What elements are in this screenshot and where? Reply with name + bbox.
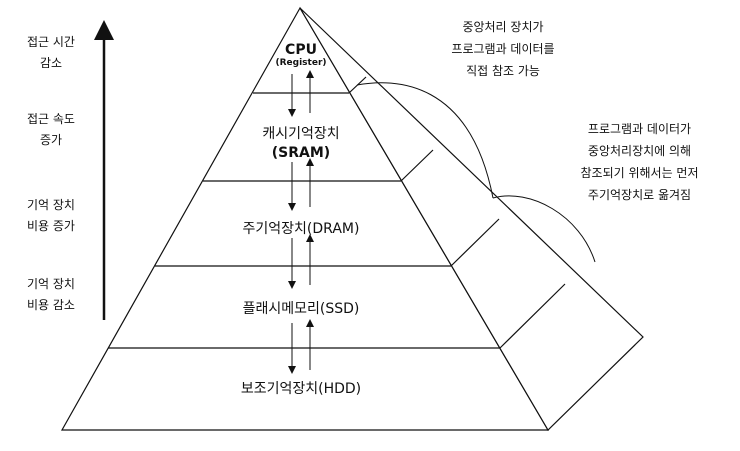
tier-flash: 플래시메모리(SSD)	[201, 298, 401, 318]
tier-cache: 캐시기억장치 (SRAM)	[221, 125, 381, 163]
must-move-bracket	[492, 195, 596, 263]
side-label-access-speed: 접근 속도 증가	[16, 109, 86, 151]
note-must-move-line1: 프로그램과 데이터가	[587, 122, 692, 136]
tier-cpu-name: CPU	[285, 42, 317, 58]
note-cpu-direct-line2: 프로그램과 데이터를	[451, 42, 555, 56]
side-label-cost-increase-line1: 기억 장치	[27, 198, 75, 212]
tier-flash-name: 플래시메모리(SSD)	[242, 301, 360, 317]
side-label-access-time-line2: 감소	[39, 56, 63, 70]
tier-cache-sub: (SRAM)	[271, 145, 331, 161]
transfer-arrows	[288, 70, 314, 374]
note-cpu-direct-line1: 중앙처리 장치가	[462, 20, 544, 34]
side-label-cost-increase-line2: 비용 증가	[27, 219, 75, 233]
tier-main-memory-name: 주기억장치(DRAM)	[242, 221, 360, 237]
side-label-access-time: 접근 시간 감소	[16, 32, 86, 74]
side-separator-2	[400, 149, 434, 182]
cpu-direct-bracket	[356, 82, 494, 199]
note-must-move-line2: 중앙처리장치에 의해	[587, 144, 692, 158]
side-separator-3	[450, 218, 500, 267]
note-must-move-line3: 참조되기 위해서는 먼저	[580, 166, 699, 180]
tier-secondary-name: 보조기억장치(HDD)	[240, 381, 362, 397]
pyramid-side-face	[299, 7, 644, 431]
side-separator-4	[499, 283, 566, 349]
tier-cpu-sub: (Register)	[275, 58, 327, 68]
note-must-move: 프로그램과 데이터가 중앙처리장치에 의해 참조되기 위해서는 먼저 주기억장치…	[552, 118, 727, 206]
tier-cache-name: 캐시기억장치	[262, 126, 340, 142]
side-label-cost-decrease: 기억 장치 비용 감소	[16, 274, 86, 316]
side-label-access-time-line1: 접근 시간	[27, 35, 75, 49]
side-label-cost-decrease-line1: 기억 장치	[27, 277, 75, 291]
tier-main-memory: 주기억장치(DRAM)	[201, 218, 401, 238]
side-label-cost-increase: 기억 장치 비용 증가	[16, 195, 86, 237]
side-label-access-speed-line1: 접근 속도	[27, 112, 75, 126]
note-cpu-direct: 중앙처리 장치가 프로그램과 데이터를 직접 참조 가능	[428, 16, 578, 82]
note-cpu-direct-line3: 직접 참조 가능	[466, 64, 540, 78]
tier-cpu: CPU (Register)	[251, 42, 351, 68]
side-label-access-speed-line2: 증가	[39, 133, 63, 147]
side-label-cost-decrease-line2: 비용 감소	[27, 298, 75, 312]
note-must-move-line4: 주기억장치로 옮겨짐	[587, 188, 692, 202]
tier-separators	[108, 92, 500, 349]
tier-secondary: 보조기억장치(HDD)	[201, 378, 401, 398]
side-separators	[348, 76, 566, 349]
